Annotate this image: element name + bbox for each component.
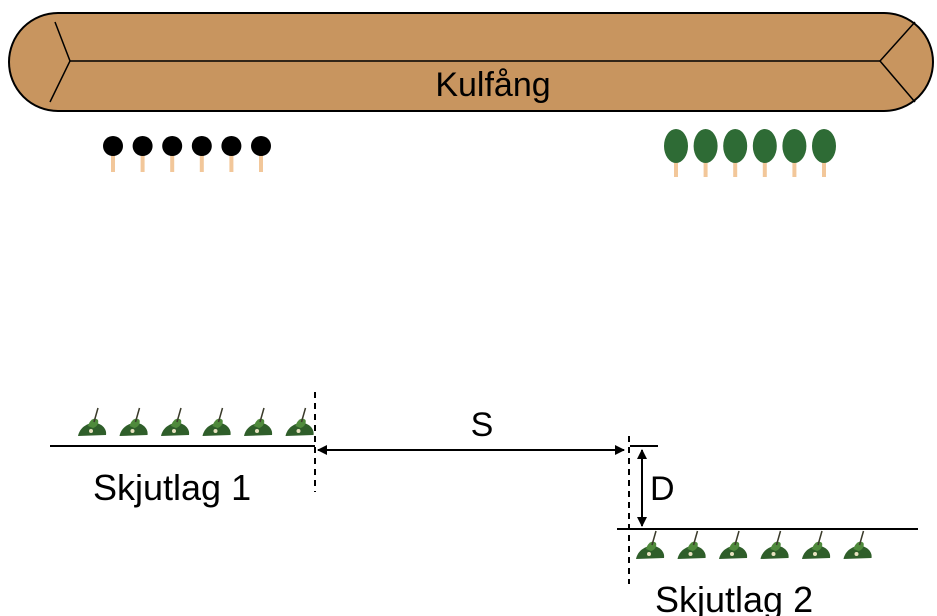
shooter-icon bbox=[842, 530, 873, 560]
target-oval bbox=[752, 129, 777, 177]
target-oval bbox=[782, 129, 807, 177]
berm-shape bbox=[8, 12, 934, 112]
firing-line-1-label: Skjutlag 1 bbox=[93, 467, 251, 508]
shooter-icon bbox=[118, 407, 149, 437]
shooter-icon bbox=[635, 530, 665, 560]
shooters-2-group bbox=[635, 530, 873, 560]
shooter-icon bbox=[201, 407, 232, 437]
target-round bbox=[191, 136, 212, 172]
target-oval bbox=[812, 129, 836, 177]
target-oval bbox=[664, 129, 688, 177]
targets-left-group bbox=[103, 136, 271, 172]
berm-label: Kulfång bbox=[435, 66, 550, 104]
shooter-icon bbox=[801, 530, 831, 560]
shooter-icon bbox=[718, 530, 748, 560]
firing-line-2-label: Skjutlag 2 bbox=[655, 579, 813, 616]
targets-right-group bbox=[664, 129, 836, 177]
shooter-icon bbox=[243, 407, 273, 437]
dimension-s-label: S bbox=[471, 406, 494, 444]
target-oval bbox=[693, 129, 718, 177]
target-round bbox=[162, 136, 183, 172]
target-oval bbox=[723, 129, 748, 177]
dimension-d: D bbox=[637, 449, 675, 527]
shooter-icon bbox=[676, 530, 707, 560]
shooter-icon bbox=[759, 530, 790, 560]
berm-right-end-lines bbox=[879, 21, 916, 103]
shooter-icon bbox=[160, 407, 190, 437]
backstop-berm: Kulfång bbox=[8, 12, 934, 112]
firing-line-2: Skjutlag 2 bbox=[617, 436, 918, 616]
dimension-s: S bbox=[317, 406, 625, 455]
shooter-icon bbox=[77, 407, 107, 437]
target-round bbox=[103, 136, 123, 172]
target-round bbox=[221, 136, 242, 172]
target-round bbox=[251, 136, 271, 172]
firing-line-1: Skjutlag 1 bbox=[50, 392, 316, 508]
shooter-icon bbox=[284, 407, 315, 437]
berm-left-end-lines bbox=[49, 21, 71, 103]
dimension-d-label: D bbox=[650, 470, 675, 508]
target-round bbox=[132, 136, 153, 172]
shooters-1-group bbox=[77, 407, 315, 437]
